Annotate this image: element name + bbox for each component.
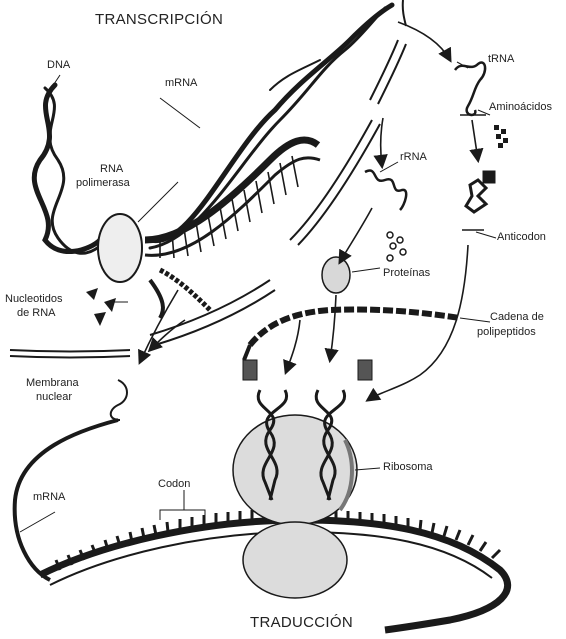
title-translation: TRADUCCIÓN <box>250 614 353 631</box>
rna-polymerase <box>98 214 142 282</box>
charged-trna <box>462 172 494 230</box>
label-nucleotides-line1: Nucleotidos <box>5 293 63 305</box>
amino-acid-right <box>358 360 372 380</box>
label-ribosome: Ribosoma <box>383 461 433 473</box>
label-trna-mid: rRNA <box>400 151 428 163</box>
rna-nucleotides <box>86 288 116 326</box>
trna-molecule <box>455 63 486 115</box>
protein-globule <box>322 257 350 293</box>
label-rna-polymerase-line2: polimerasa <box>76 177 131 189</box>
label-polypeptide-line1: Cadena de <box>490 311 544 323</box>
label-membrane-line2: nuclear <box>36 391 72 403</box>
label-nucleotides-line2: de RNA <box>17 307 56 319</box>
label-proteins: Proteínas <box>383 267 431 279</box>
dna-helix <box>34 5 392 253</box>
rrna-strand <box>365 170 406 210</box>
label-mrna-bottom: mRNA <box>33 491 66 503</box>
label-rna-polymerase-line1: RNA <box>100 163 124 175</box>
label-amino-acids: Aminoácidos <box>489 101 552 113</box>
label-polypeptide-line2: polipeptidos <box>477 326 536 338</box>
amino-acid-left <box>243 360 257 380</box>
amino-acid-cluster <box>494 125 508 148</box>
nascent-mrna-strand <box>145 140 320 318</box>
label-trna-top: tRNA <box>488 53 515 65</box>
label-mrna-top: mRNA <box>165 77 198 89</box>
ribosome <box>233 415 357 598</box>
label-anticodon: Anticodon <box>497 231 546 243</box>
label-membrane-line1: Membrana <box>26 377 79 389</box>
polypeptide-chain <box>250 309 460 345</box>
polypeptide-link <box>244 345 250 360</box>
protein-particles <box>387 232 406 261</box>
title-transcription: TRANSCRIPCIÓN <box>95 11 223 28</box>
label-codon: Codon <box>158 478 190 490</box>
label-dna: DNA <box>47 59 71 71</box>
